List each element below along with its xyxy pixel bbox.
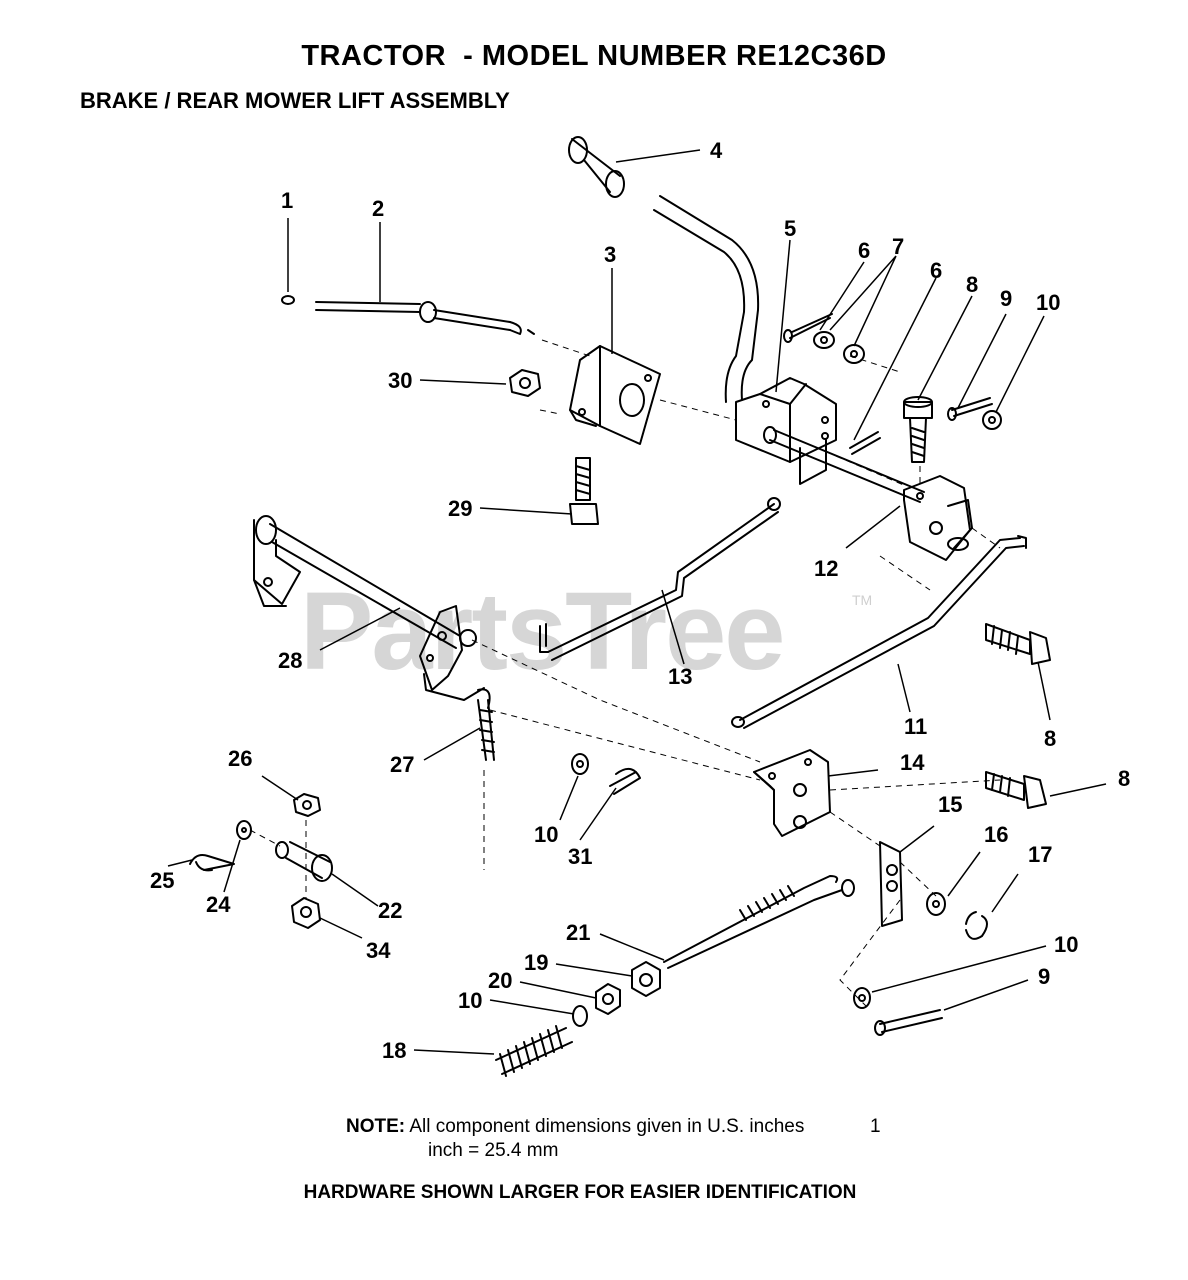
part-nut-26 [293, 793, 321, 817]
callout-9b: 9 [1038, 964, 1050, 989]
note-text: All component dimensions given in U.S. i… [409, 1116, 805, 1137]
callout-10b: 10 [534, 822, 558, 847]
callout-11: 11 [904, 714, 927, 739]
part-lower-bracket [753, 749, 831, 837]
part-hair-pin-25 [189, 854, 235, 872]
part-washer-16 [926, 892, 946, 916]
note-line-1: NOTE: All component dimensions given in … [346, 1116, 804, 1138]
part-mount-bracket [569, 345, 661, 445]
callout-31: 31 [568, 844, 592, 869]
part-cotter-pin-6b [849, 431, 881, 455]
part-washer-7b [843, 344, 865, 364]
part-hair-pin-31 [609, 767, 641, 795]
callout-20: 20 [488, 968, 512, 993]
callout-13: 13 [668, 664, 692, 689]
callout-4: 4 [710, 138, 723, 163]
callout-24: 24 [206, 892, 231, 917]
part-handle-grip [568, 136, 625, 198]
part-washer-24 [236, 820, 252, 840]
part-threaded-rod [663, 875, 855, 969]
part-link-rod-11 [731, 535, 1027, 729]
callout-15: 15 [938, 792, 962, 817]
part-rear-shaft [253, 515, 491, 709]
part-washer-10b [571, 753, 589, 775]
callout-6b: 6 [930, 258, 942, 283]
part-lock-nut [595, 983, 621, 1015]
callout-27: 27 [390, 752, 414, 777]
assembly-subtitle: BRAKE / REAR MOWER LIFT ASSEMBLY [80, 88, 510, 113]
callout-19: 19 [524, 950, 548, 975]
part-cross-shaft [763, 426, 925, 503]
part-link-rod-13 [539, 497, 781, 661]
callout-1: 1 [281, 188, 293, 213]
part-clevis-pin [281, 295, 295, 305]
callout-6a: 6 [858, 238, 870, 263]
part-brake-rod [315, 301, 535, 335]
callout-7: 7 [892, 234, 904, 259]
callout-14: 14 [900, 750, 925, 775]
part-nut-34 [291, 897, 321, 929]
callout-25: 25 [150, 868, 174, 893]
callout-10d: 10 [458, 988, 482, 1013]
callout-21: 21 [566, 920, 590, 945]
callout-16: 16 [984, 822, 1008, 847]
part-trunnion-22 [275, 841, 333, 882]
part-washer-7a [813, 331, 835, 349]
part-retaining-clip [965, 911, 988, 940]
callout-8c: 8 [1118, 766, 1130, 791]
callout-8b: 8 [1044, 726, 1056, 751]
part-carriage-bolt [569, 457, 599, 525]
part-compression-spring [495, 1025, 573, 1077]
callout-2: 2 [372, 196, 384, 221]
part-spring-plate [879, 841, 903, 927]
callout-29: 29 [448, 496, 472, 521]
part-jam-nut [631, 961, 661, 997]
callout-26: 26 [228, 746, 252, 771]
hardware-footer: HARDWARE SHOWN LARGER FOR EASIER IDENTIF… [303, 1182, 857, 1203]
part-cotter-pin-9a [947, 397, 993, 421]
part-hex-nut [509, 369, 541, 397]
callout-9a: 9 [1000, 286, 1012, 311]
trademark-symbol: TM [852, 592, 873, 608]
callout-5: 5 [784, 216, 796, 241]
part-bolt-middle [985, 623, 1051, 665]
callout-3: 3 [604, 242, 616, 267]
callout-34: 34 [366, 938, 391, 963]
part-cotter-pin-9b [874, 1009, 943, 1036]
callout-10c: 10 [1054, 932, 1078, 957]
callout-12: 12 [814, 556, 838, 581]
part-washer-10c [853, 987, 871, 1009]
callout-22: 22 [378, 898, 402, 923]
part-bolt-lower [985, 771, 1047, 809]
part-washer-10a [982, 410, 1002, 430]
page-title: TRACTOR - MODEL NUMBER RE12C36D [301, 40, 887, 72]
part-shaft-bracket-right [903, 475, 973, 561]
part-pivot-bracket [735, 377, 837, 485]
callout-8a: 8 [966, 272, 978, 297]
callout-10a: 10 [1036, 290, 1060, 315]
note-line-2: inch = 25.4 mm [428, 1140, 559, 1161]
page-number: 1 [870, 1116, 881, 1137]
part-bolt-upper [903, 396, 933, 463]
part-lift-lever [653, 195, 760, 403]
callout-18: 18 [382, 1038, 406, 1063]
part-cotter-pin-6a [783, 313, 833, 343]
callout-30: 30 [388, 368, 412, 393]
note-label: NOTE: [346, 1116, 406, 1137]
part-eyebolt [477, 699, 495, 761]
callout-28: 28 [278, 648, 302, 673]
part-washer-spring [572, 1005, 588, 1027]
callout-17: 17 [1028, 842, 1052, 867]
